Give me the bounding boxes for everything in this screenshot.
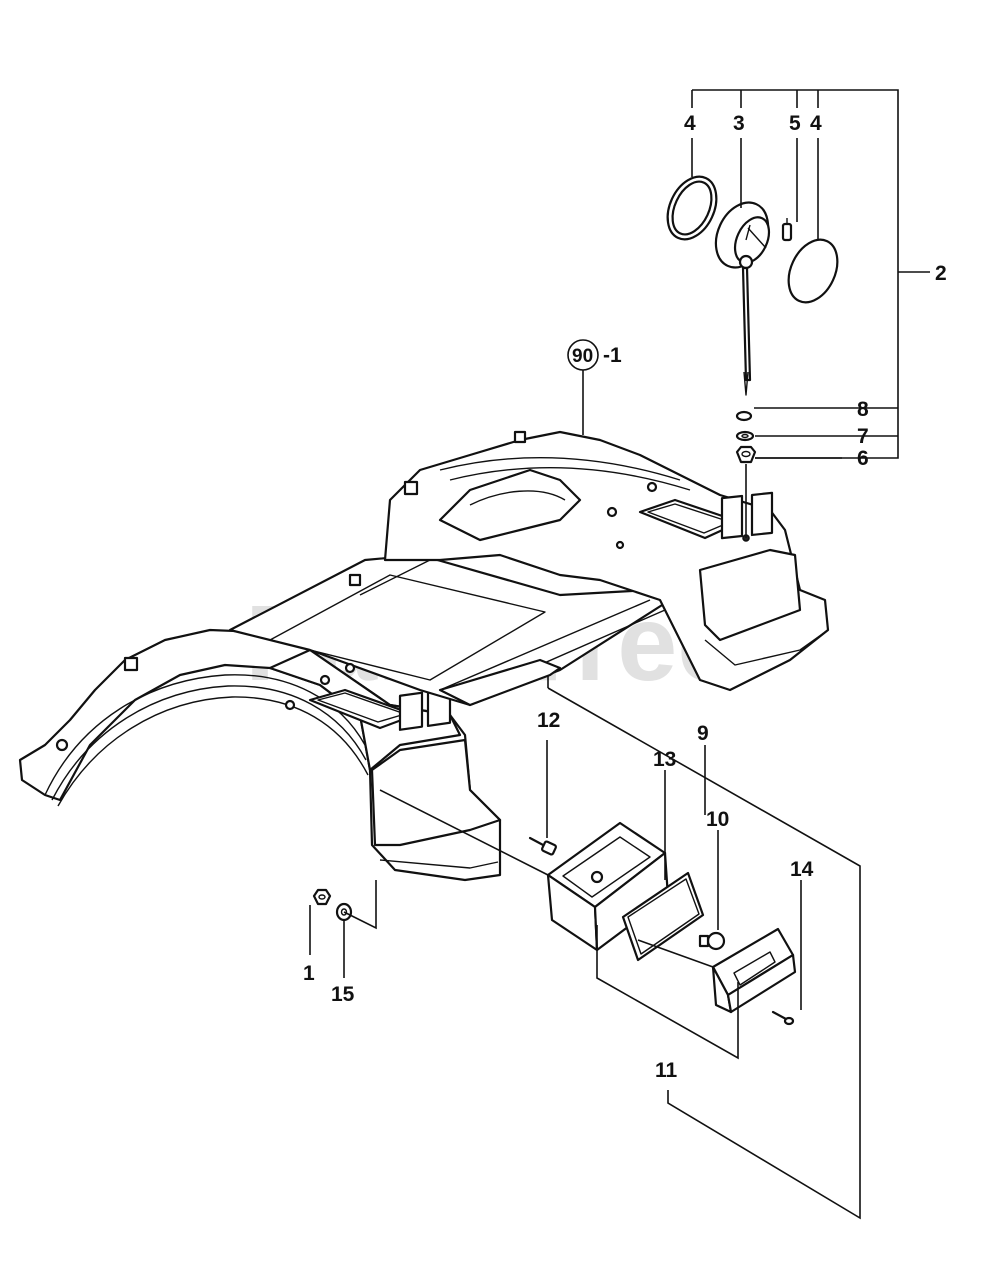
callout-8: 8: [857, 398, 869, 421]
plate-lamp-assembly: [528, 821, 797, 1026]
callout-12: 12: [537, 709, 560, 732]
lock-washer: [735, 410, 753, 422]
callout-13: 13: [653, 748, 676, 771]
callout-4-right: 4: [810, 112, 822, 135]
work-light-lens: [787, 238, 839, 304]
bulb: [781, 218, 793, 242]
work-light-assembly: [666, 175, 839, 464]
callout-15: 15: [331, 983, 355, 1006]
reference-suffix: -1: [603, 344, 622, 367]
plate-lamp-housing: [546, 821, 670, 952]
callout-5: 5: [789, 112, 801, 135]
flat-washer: [735, 430, 755, 442]
callout-10: 10: [706, 808, 729, 831]
callout-7: 7: [857, 425, 869, 448]
callout-1: 1: [303, 962, 315, 985]
plate-lamp-lens: [621, 871, 705, 962]
callout-9: 9: [697, 722, 709, 745]
leader-lines: [309, 89, 930, 1220]
callout-4-left: 4: [684, 112, 696, 135]
plate-lamp-screw: [528, 836, 557, 856]
callout-6: 6: [857, 447, 869, 470]
work-light-lens-ring: [666, 175, 718, 241]
callout-2: 2: [935, 262, 947, 285]
fender-nut: [312, 888, 332, 906]
rear-fender-assembly: [18, 430, 830, 882]
callout-14: 14: [790, 858, 814, 881]
reference-circle: [567, 339, 599, 371]
hex-nut: [735, 445, 757, 464]
callout-3: 3: [733, 112, 745, 135]
callout-11: 11: [655, 1059, 678, 1082]
reference-circle-number: 90: [572, 346, 593, 367]
callout-labels: 4 3 5 4 2 8 7 6 90 -1 12 9 13 10 14 1 15…: [303, 112, 947, 1082]
plate-lamp-cover: [711, 927, 797, 1014]
cover-screw: [771, 1010, 795, 1026]
plate-lamp-bulb: [698, 931, 726, 951]
work-light-housing: [714, 201, 771, 396]
